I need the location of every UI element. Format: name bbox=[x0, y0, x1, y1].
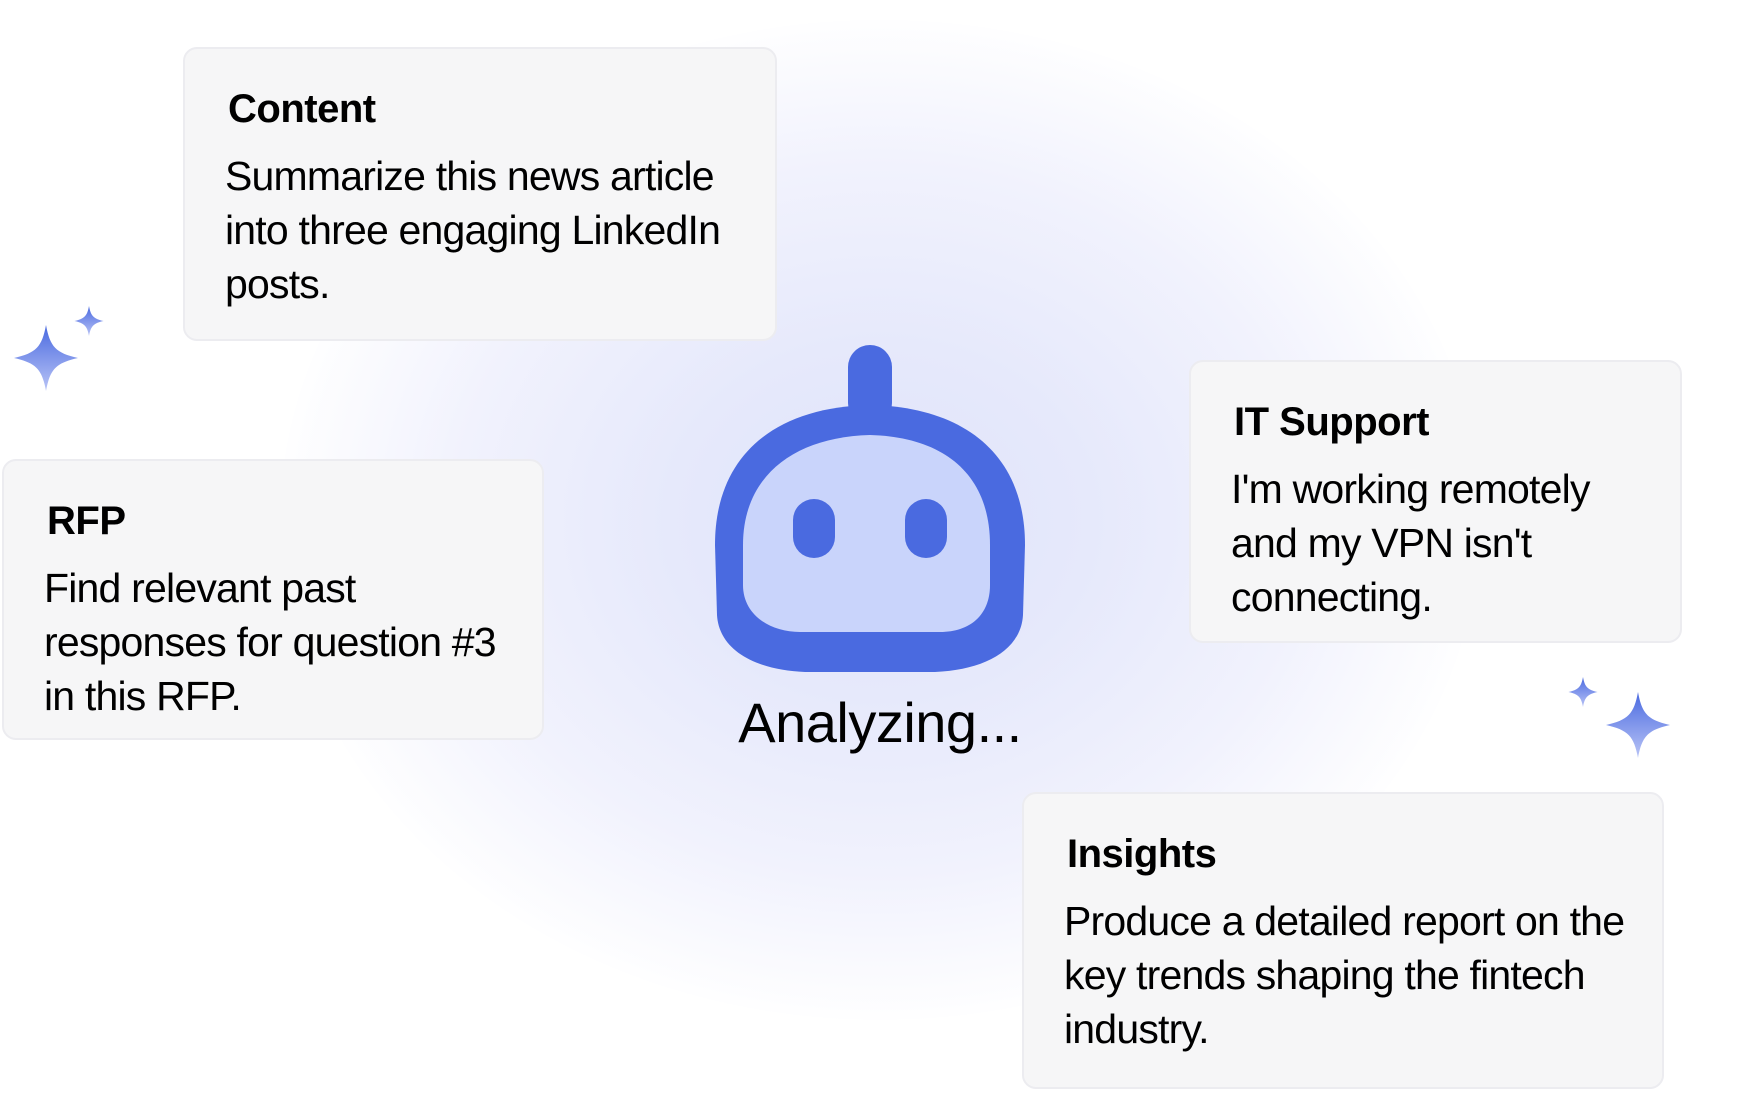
card-title: Content bbox=[228, 87, 376, 131]
card-text: Summarize this news article into three e… bbox=[225, 153, 721, 307]
robot-icon bbox=[715, 345, 1025, 672]
sparkle-icon bbox=[1606, 692, 1670, 758]
card-title: IT Support bbox=[1234, 400, 1429, 444]
prompt-card-content[interactable]: Content Summarize this news article into… bbox=[183, 47, 777, 341]
sparkle-icon bbox=[1568, 677, 1598, 707]
sparkle-icon bbox=[74, 306, 104, 336]
card-title: RFP bbox=[47, 499, 126, 543]
prompt-card-it-support[interactable]: IT Support I'm working remotely and my V… bbox=[1189, 360, 1682, 643]
card-text: I'm working remotely and my VPN isn't co… bbox=[1231, 466, 1590, 620]
prompt-card-insights[interactable]: Insights Produce a detailed report on th… bbox=[1022, 792, 1664, 1089]
card-text: Find relevant past responses for questio… bbox=[44, 565, 497, 719]
prompt-card-rfp[interactable]: RFP Find relevant past responses for que… bbox=[2, 459, 544, 740]
card-title: Insights bbox=[1067, 832, 1217, 876]
analyzing-status: Analyzing... bbox=[738, 691, 1022, 754]
card-text: Produce a detailed report on the key tre… bbox=[1064, 898, 1625, 1052]
sparkle-icon bbox=[14, 325, 78, 391]
